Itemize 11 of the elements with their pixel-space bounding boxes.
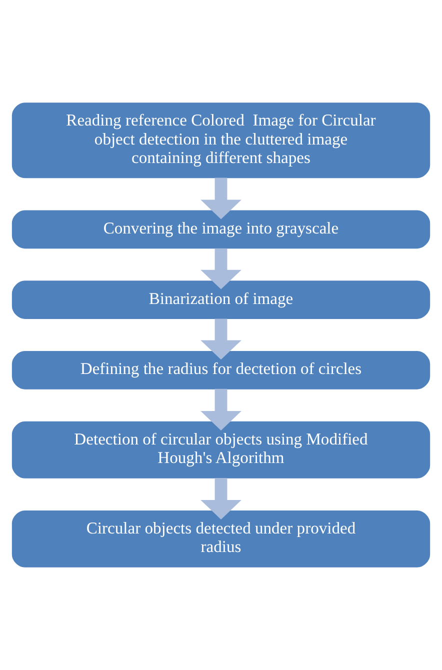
node-box: Defining the radius for dectetion of circles <box>12 351 430 390</box>
node-box: Detection of circular objects using Modified Hough's Algorithm <box>12 421 430 478</box>
arrow <box>200 178 242 220</box>
arrow <box>200 478 242 520</box>
node-box: Binarization of image <box>12 280 430 319</box>
arrow <box>200 388 242 430</box>
arrow <box>200 318 242 360</box>
node-box: Reading reference Colored Image for Circular object detection in the cluttered image containing different shapes <box>12 102 430 178</box>
arrow <box>200 248 242 290</box>
node-box: Convering the image into grayscale <box>12 210 430 249</box>
node-box: Circular objects detected under provided radius <box>12 510 430 568</box>
